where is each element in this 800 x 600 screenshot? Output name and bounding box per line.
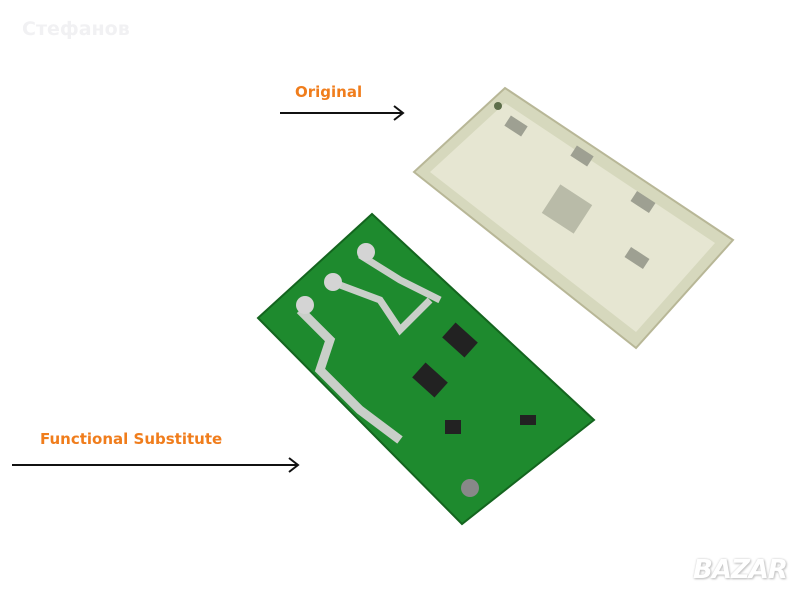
substitute-board bbox=[256, 212, 596, 526]
watermark-text: Стефанов bbox=[22, 18, 130, 40]
arrow-original bbox=[280, 105, 405, 121]
bazar-logo: BAZAR bbox=[693, 555, 788, 585]
arrow-substitute bbox=[12, 457, 300, 473]
original-board bbox=[412, 86, 735, 350]
label-functional-substitute: Functional Substitute bbox=[40, 430, 223, 448]
label-original: Original bbox=[295, 83, 363, 101]
